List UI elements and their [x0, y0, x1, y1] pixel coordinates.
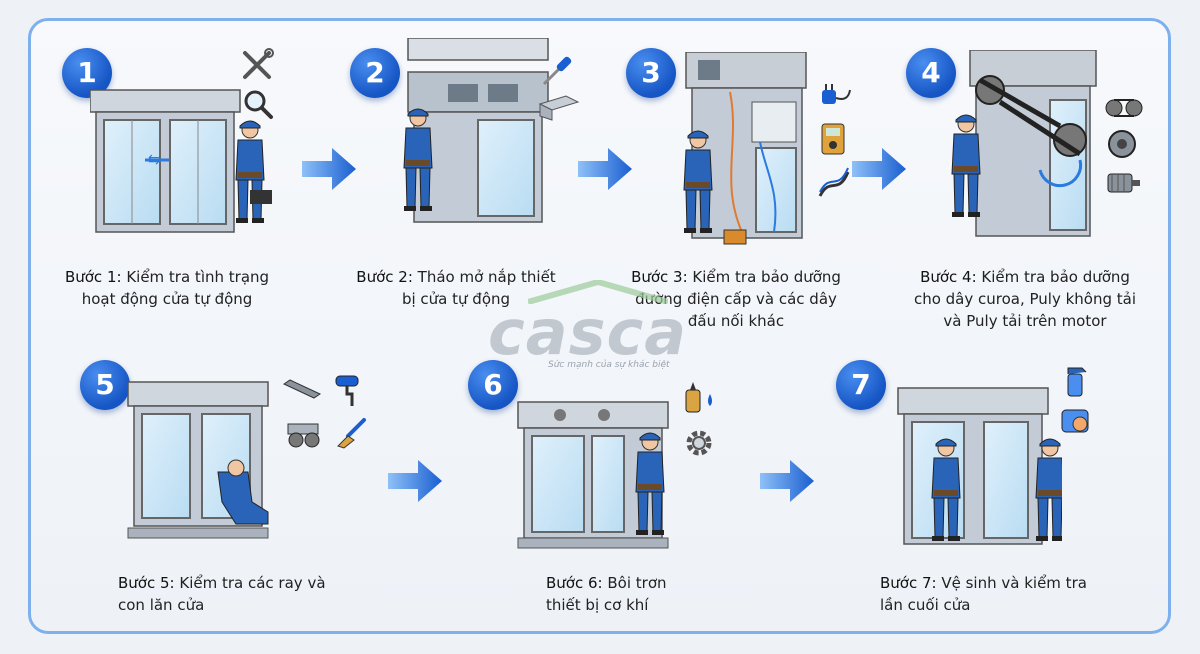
step-4-badge: 4: [906, 48, 956, 98]
step-6-illustration: [517, 401, 669, 549]
gear-icon: [686, 430, 712, 456]
step-3-caption: Bước 3: Kiểm tra bảo dưỡng đường điện cấ…: [631, 268, 841, 330]
screwdriver-icon: [542, 56, 572, 86]
step-3-badge: 3: [626, 48, 676, 98]
step-3-illustration: [683, 52, 807, 245]
step-5-caption: Bước 5: Kiểm tra các ray và con lăn cửa: [118, 574, 326, 614]
step-4-illustration: [951, 50, 1097, 237]
step-5-badge: 5: [80, 360, 130, 410]
cover-plate-icon: [538, 95, 580, 121]
brush-icon: [337, 418, 366, 449]
cleaning-cloth-icon: [1061, 409, 1089, 433]
arrow-5-to-6-icon: [388, 460, 442, 502]
step-6-caption: Bước 6: Bôi trơn thiết bị cơ khí: [546, 574, 667, 614]
plug-icon: [822, 84, 851, 104]
step-7-caption: Bước 7: Vệ sinh và kiểm tra lần cuối cửa: [880, 574, 1087, 614]
cable-icon: [818, 167, 850, 197]
step-4-caption: Bước 4: Kiểm tra bảo dưỡng cho dây curoa…: [913, 268, 1137, 330]
magnifier-icon: [244, 90, 273, 119]
step-6-badge: 6: [468, 360, 518, 410]
multimeter-icon: [821, 123, 845, 155]
arrow-2-to-3-icon: [578, 148, 632, 190]
roller-wheel-icon: [287, 423, 320, 448]
oil-bottle-icon: [685, 382, 712, 413]
step-1-badge: 1: [62, 48, 112, 98]
arrow-3-to-4-icon: [852, 148, 906, 190]
paint-roller-icon: [335, 375, 359, 406]
step-5-illustration: [127, 381, 269, 539]
step-2-badge: 2: [350, 48, 400, 98]
step-7-illustration: [897, 387, 1062, 545]
step-1-caption: Bước 1: Kiểm tra tình trạng hoạt động cử…: [64, 268, 270, 308]
step-1-illustration: ⇆: [90, 89, 272, 233]
arrow-6-to-7-icon: [760, 460, 814, 502]
svg-text:⇆: ⇆: [148, 152, 160, 168]
arrow-1-to-2-icon: [302, 148, 356, 190]
motor-icon: [1107, 173, 1140, 193]
step-2-caption: Bước 2: Tháo mở nắp thiết bị cửa tự động: [356, 268, 556, 308]
step-2-illustration: [403, 38, 549, 223]
wrench-screwdriver-icon: [243, 48, 274, 79]
rail-icon: [282, 379, 322, 399]
spray-bottle-icon: [1067, 367, 1087, 397]
pulley-icon: [1108, 130, 1136, 158]
belt-pulley-icon: [1105, 99, 1143, 117]
step-7-badge: 7: [836, 360, 886, 410]
